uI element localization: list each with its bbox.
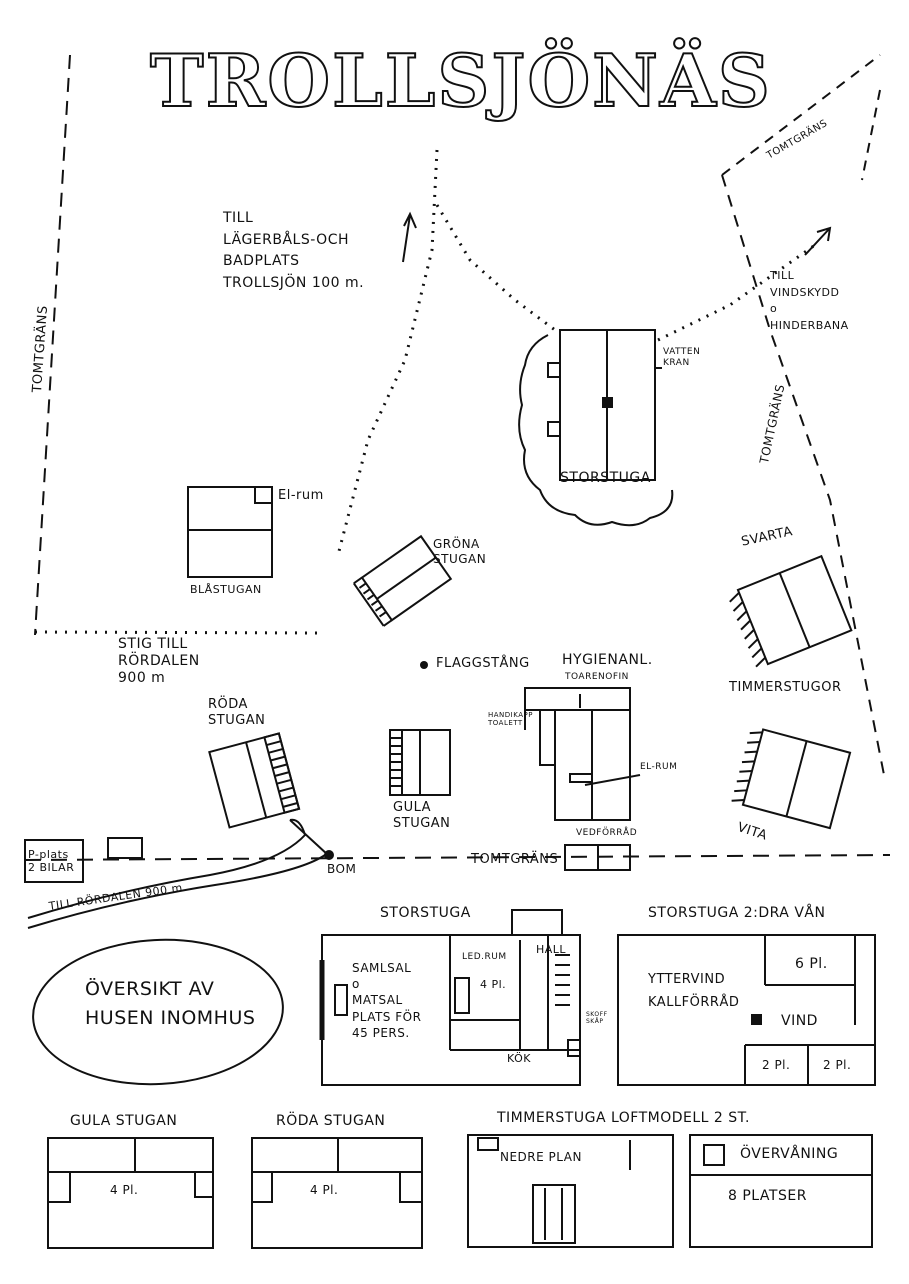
overview-oval-text: ÖVERSIKT AV HUSEN INOMHUS <box>85 978 256 1029</box>
storstuga-2nd-floorplan <box>617 934 876 1086</box>
storstuga2-plan-room2b: 2 Pl. <box>823 1058 852 1072</box>
svarta-stugan-building <box>729 554 853 668</box>
path-stig <box>34 630 321 635</box>
roda-plan-pl: 4 Pl. <box>310 1183 339 1197</box>
flagpole-icon <box>420 661 428 669</box>
parked-car-icon <box>107 837 143 859</box>
storstuga2-plan-title: STORSTUGA 2:DRA VÅN <box>648 905 826 921</box>
timmer-plan-nedre: NEDRE PLAN <box>500 1150 582 1164</box>
gula-stugan-building <box>389 729 451 796</box>
road <box>27 818 307 919</box>
storstuga-building <box>518 329 674 527</box>
timmerstuga-over-floorplan <box>689 1134 873 1248</box>
gula-plan-title: GULA STUGAN <box>70 1113 178 1129</box>
gula-plan-pl: 4 Pl. <box>110 1183 139 1197</box>
label-stig: STIG TILL RÖRDALEN 900 m <box>118 636 200 686</box>
roda-stugan-floorplan <box>251 1137 423 1249</box>
storstuga-plan-hall: HALL <box>536 943 567 956</box>
timmer-plan-over: ÖVERVÅNING <box>740 1146 839 1162</box>
storstuga2-plan-vind: VIND <box>781 1013 818 1029</box>
blastugan-building <box>187 486 273 578</box>
label-vedforrad: VEDFÖRRÅD <box>576 828 638 838</box>
boundary-top-right-2 <box>861 89 881 181</box>
path-to-storstuga <box>435 204 556 332</box>
storstuga2-plan-room6: 6 Pl. <box>795 956 828 972</box>
timmer-plan-platser: 8 PLATSER <box>728 1188 807 1204</box>
boundary-bottom <box>24 854 891 861</box>
timmerstuga-nedre-floorplan <box>467 1134 674 1248</box>
label-to-shelter: TILL VINDSKYDD o HINDERBANA <box>770 269 849 332</box>
storstuga2-plan-ytter: YTTERVIND KALLFÖRRÅD <box>648 972 740 1011</box>
label-blastugan: BLÅSTUGAN <box>190 583 262 596</box>
storstuga-plan-kok: KÖK <box>507 1052 531 1065</box>
label-roda-stugan: RÖDA STUGAN <box>208 697 266 729</box>
label-toarenofin: TOARENOFIN <box>565 672 629 682</box>
boundary-right <box>721 174 886 781</box>
label-to-lake: TILL LÄGERBÅLS-OCH BADPLATS TROLLSJÖN 10… <box>223 210 365 292</box>
label-tomtgrans-bottom: TOMTGRÄNS <box>471 852 559 867</box>
label-hygien: HYGIENANL. <box>562 652 653 668</box>
vedforrad-building <box>564 844 631 871</box>
storstuga-plan-ledrum: LED.RUM <box>462 952 507 962</box>
storstuga-plan-ledrum-pl: 4 Pl. <box>480 978 507 991</box>
overview-oval <box>32 938 284 1086</box>
label-flaggstang: FLAGGSTÅNG <box>436 656 530 671</box>
label-bom: BOM <box>327 862 357 876</box>
label-grona-stugan: GRÖNA STUGAN <box>433 537 487 566</box>
storstuga-floorplan <box>319 909 581 1086</box>
arrow-ne-icon <box>804 226 832 256</box>
label-gula-stugan: GULA STUGAN <box>393 800 451 832</box>
vita-stugan-building <box>731 728 852 830</box>
storstuga2-plan-room2a: 2 Pl. <box>762 1058 791 1072</box>
boom-gate-icon <box>289 819 329 856</box>
label-timmerstugor: TIMMERSTUGOR <box>729 680 842 695</box>
roda-stugan-building <box>208 732 301 829</box>
storstuga-plan-sal: SAMLSAL o MATSAL PLATS FÖR 45 PERS. <box>352 961 422 1040</box>
map-title: TROLLSJÖNÄS <box>149 37 772 124</box>
grona-stugan-building <box>352 534 453 627</box>
hygien-building <box>524 687 641 821</box>
boundary-top-right <box>721 54 881 176</box>
boundary-left <box>34 54 71 636</box>
label-storstuga: STORSTUGA <box>560 470 651 486</box>
arrow-up-icon <box>402 211 417 263</box>
storstuga-plan-skohylla: SKOFF SKÅP <box>586 1011 608 1025</box>
label-vattenkran: VATTEN KRAN <box>663 347 701 369</box>
parking-area <box>24 839 84 883</box>
roda-plan-title: RÖDA STUGAN <box>276 1113 386 1129</box>
label-elrum-hyg: EL-RUM <box>640 762 678 772</box>
label-elrum-bla: El-rum <box>278 488 324 503</box>
timmer-plan-title: TIMMERSTUGA LOFTMODELL 2 ST. <box>497 1110 751 1126</box>
gula-stugan-floorplan <box>47 1137 214 1249</box>
label-handikapp: HANDIKAPP TOALETT <box>488 711 533 727</box>
label-pplats: P-plats 2 BILAR <box>28 848 75 875</box>
storstuga-plan-title: STORSTUGA <box>380 905 471 921</box>
